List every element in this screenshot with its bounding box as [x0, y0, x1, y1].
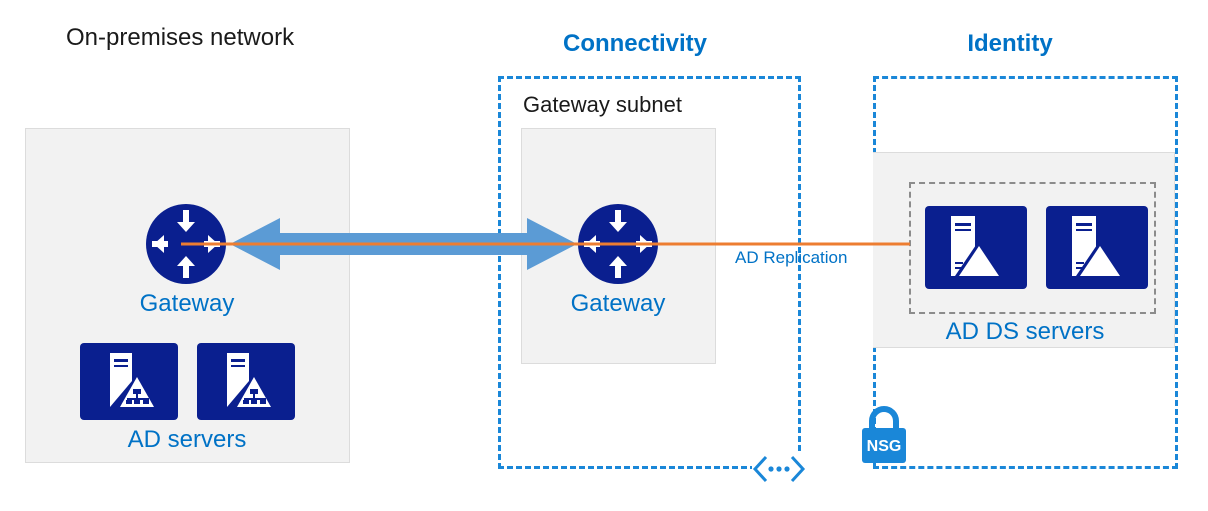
gateway-subnet-label: Gateway subnet: [523, 92, 682, 117]
ad-server-icon: [80, 343, 178, 420]
ad-server-icon: [197, 343, 295, 420]
ad-replication-label: AD Replication: [735, 248, 848, 267]
onprem-network-box: [25, 128, 350, 463]
azure-gateway-label: Gateway: [570, 290, 666, 317]
ad-servers-label: AD servers: [127, 426, 247, 453]
vnet-peering-icon: [752, 452, 806, 486]
identity-title: Identity: [967, 30, 1053, 57]
nsg-label: NSG: [866, 438, 902, 455]
ad-ds-server-icon: [1046, 206, 1148, 289]
ad-ds-server-icon: [925, 206, 1027, 289]
onprem-title: On-premises network: [66, 24, 295, 51]
ad-ds-server-group: [909, 182, 1156, 314]
connectivity-vnet-box: [498, 76, 801, 469]
connectivity-title: Connectivity: [562, 30, 708, 57]
onprem-gateway-label: Gateway: [139, 290, 235, 317]
lock-icon: [862, 406, 906, 463]
ad-ds-servers-label: AD DS servers: [945, 318, 1105, 345]
